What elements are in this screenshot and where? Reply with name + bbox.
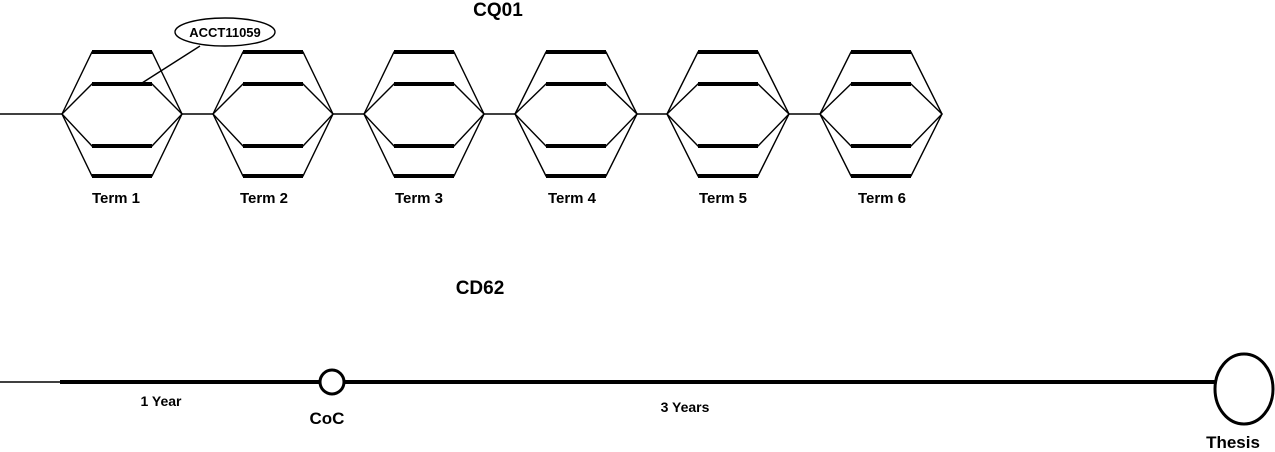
- term-4-outer-hexagon: [514, 51, 638, 177]
- term-4-inner-hexagon: [514, 83, 638, 147]
- thesis-node-label: Thesis: [1206, 433, 1260, 452]
- term-4-group: Term 4: [514, 50, 667, 207]
- term-1-label: Term 1: [92, 190, 140, 207]
- term-3-label: Term 3: [395, 190, 443, 207]
- term-4-label: Term 4: [548, 190, 597, 207]
- callout-course-code: ACCT11059: [189, 25, 261, 40]
- term-6-label: Term 6: [858, 190, 906, 207]
- term-3-outer-hexagon: [363, 51, 485, 177]
- segment-1-duration-label: 1 Year: [140, 393, 182, 409]
- cd62-timeline: 1 Year 3 Years CoC Thesis: [0, 352, 1275, 452]
- cq01-term-chain: Term 1 Term 2 Term 3 Term 4 Term 5 Term 6: [0, 50, 943, 207]
- term-1-group: Term 1: [61, 50, 213, 207]
- callout-ellipse: [174, 17, 276, 47]
- segment-2-duration-label: 3 Years: [661, 399, 710, 415]
- term-2-label: Term 2: [240, 190, 288, 207]
- term-6-outer-hexagon: [819, 51, 943, 177]
- term-1-inner-hexagon: [61, 83, 183, 147]
- coc-milestone-node: [318, 368, 346, 396]
- coc-node-label: CoC: [310, 409, 345, 428]
- cd62-title: CD62: [456, 278, 505, 299]
- callout-pointer-line: [141, 45, 201, 84]
- thesis-milestone-node: [1213, 352, 1275, 426]
- term-6-inner-hexagon: [819, 83, 943, 147]
- term-6-group: Term 6: [819, 50, 943, 207]
- cq01-title: CQ01: [473, 0, 523, 21]
- term-5-label: Term 5: [699, 190, 747, 207]
- term-1-outer-hexagon: [61, 51, 183, 177]
- cq01-course-callout: ACCT11059: [141, 17, 276, 84]
- term-2-group: Term 2: [212, 50, 364, 207]
- term-5-inner-hexagon: [666, 83, 790, 147]
- term-2-inner-hexagon: [212, 83, 334, 147]
- term-5-group: Term 5: [666, 50, 820, 207]
- term-2-outer-hexagon: [212, 51, 334, 177]
- term-3-inner-hexagon: [363, 83, 485, 147]
- term-3-group: Term 3: [363, 50, 515, 207]
- term-5-outer-hexagon: [666, 51, 790, 177]
